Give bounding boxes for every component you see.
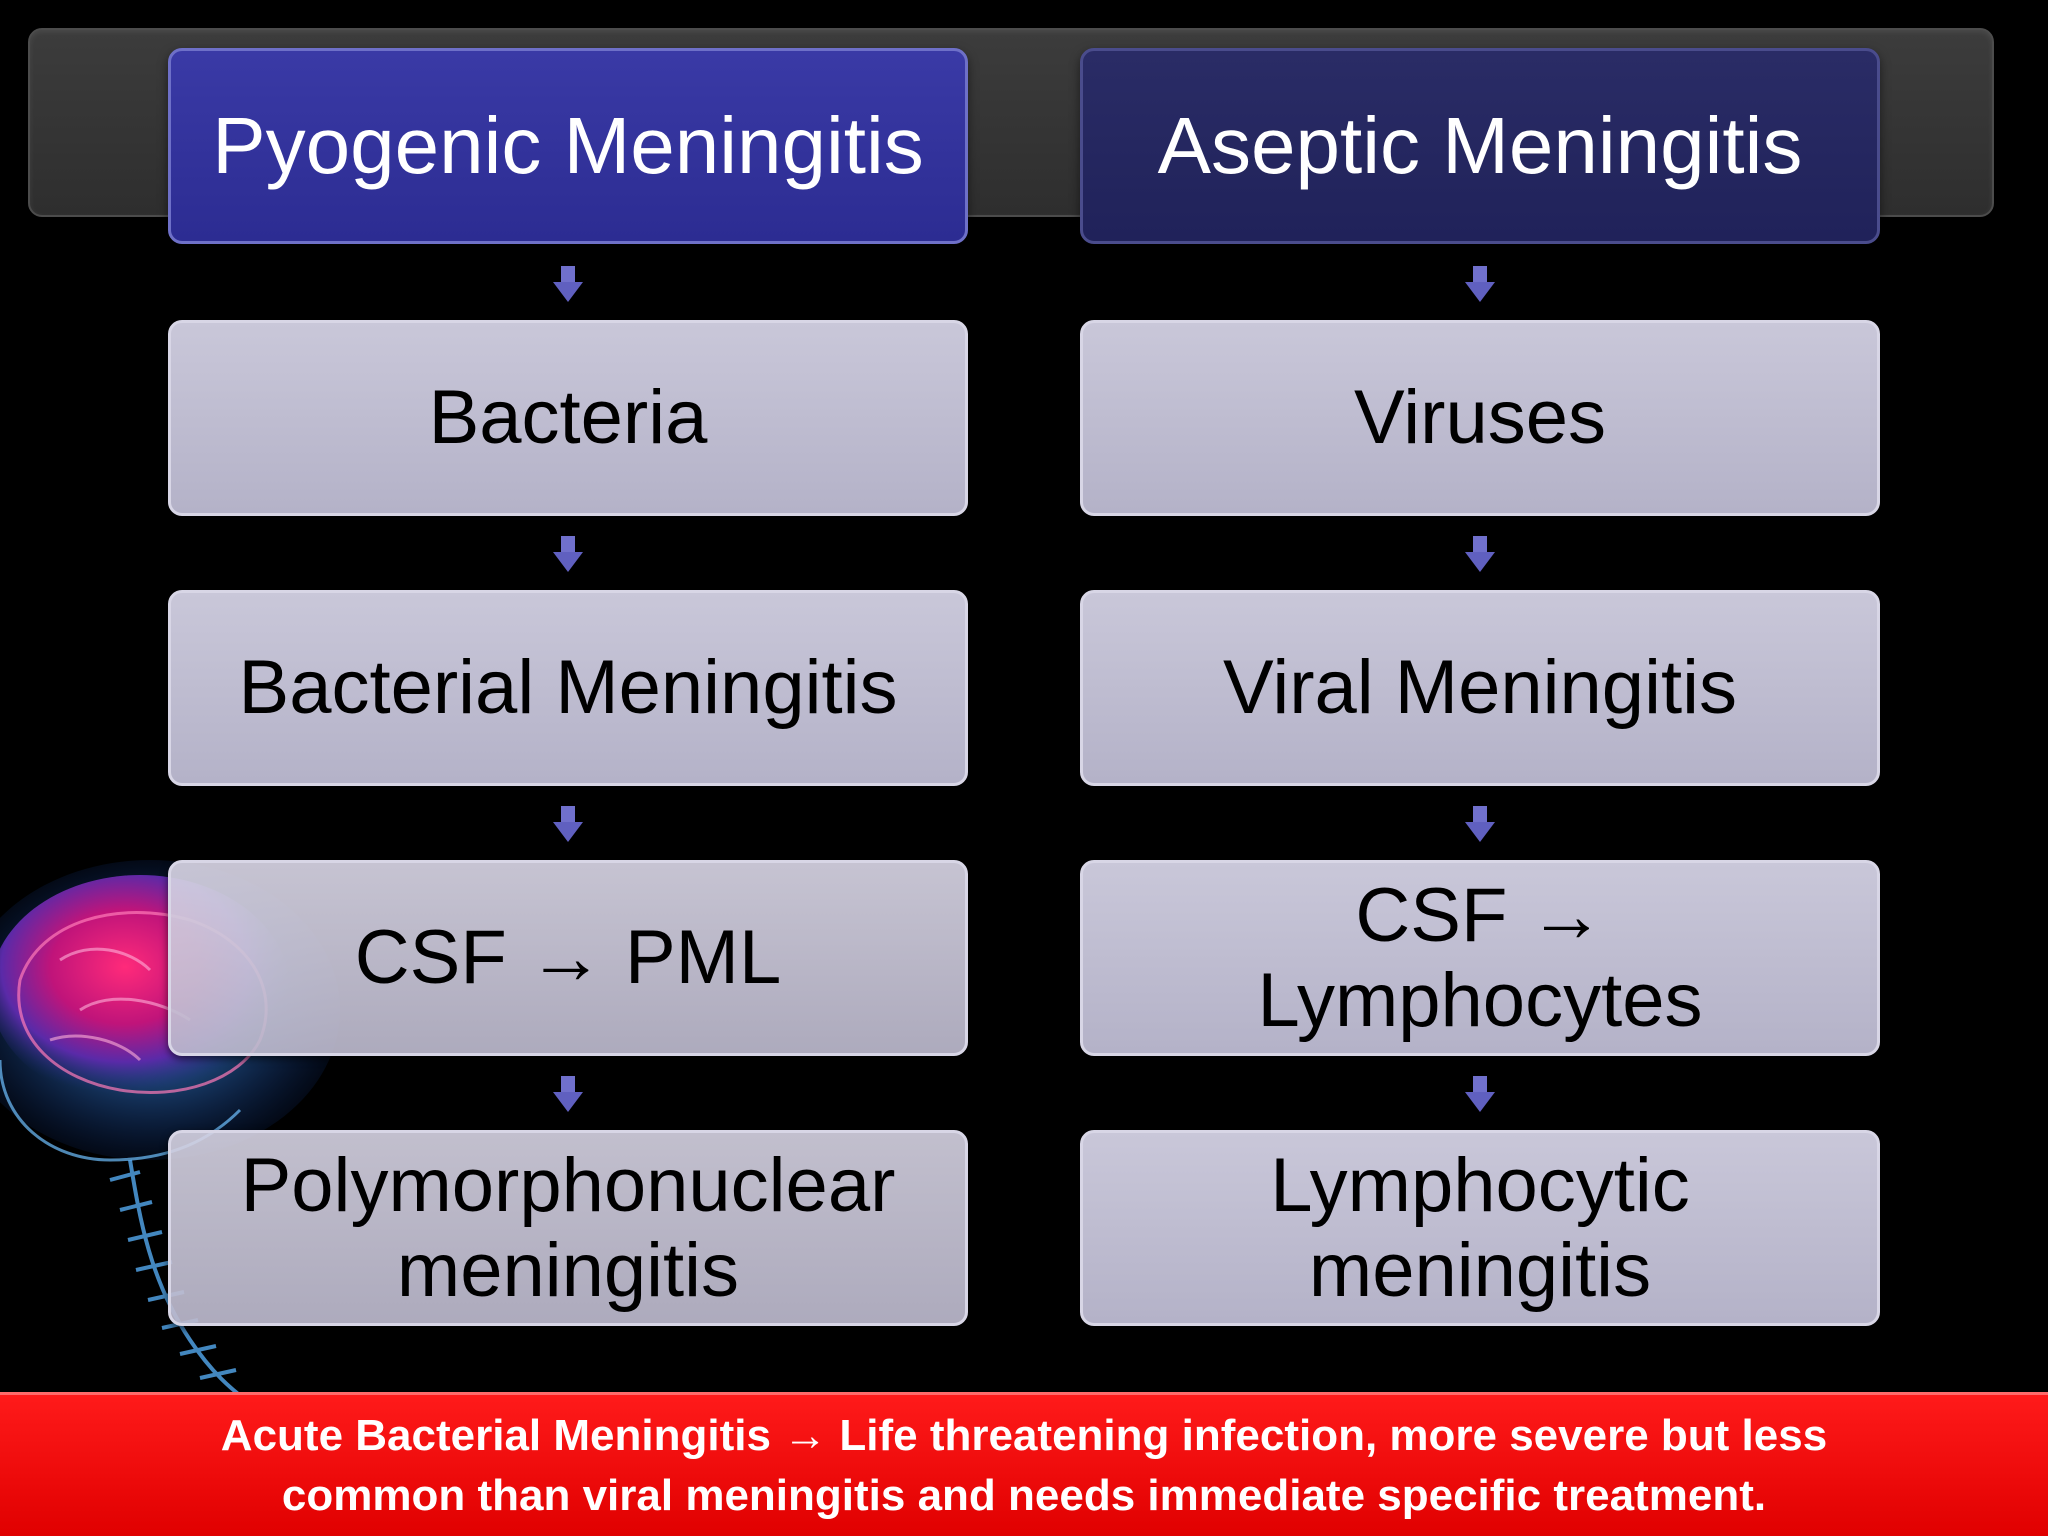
aseptic-step-csf: CSF → Lymphocytes: [1080, 860, 1880, 1056]
aseptic-step-csf-label: CSF → Lymphocytes: [1257, 872, 1703, 1043]
aseptic-step-cause-label: Viruses: [1353, 375, 1607, 461]
down-arrow-icon: [553, 1076, 583, 1112]
pyogenic-step-type: Polymorphonuclear meningitis: [168, 1130, 968, 1326]
aseptic-step-disease-label: Viral Meningitis: [1223, 645, 1737, 731]
footer-banner: Acute Bacterial Meningitis → Life threat…: [0, 1392, 2048, 1536]
down-arrow-icon: [1465, 536, 1495, 572]
pyogenic-column: Pyogenic Meningitis Bacteria Bacterial M…: [168, 0, 968, 1400]
pyogenic-step-disease: Bacterial Meningitis: [168, 590, 968, 786]
aseptic-column: Aseptic Meningitis Viruses Viral Meningi…: [1080, 0, 1880, 1400]
down-arrow-icon: [1465, 266, 1495, 302]
pyogenic-step-csf: CSF → PML: [168, 860, 968, 1056]
down-arrow-icon: [553, 266, 583, 302]
down-arrow-icon: [1465, 1076, 1495, 1112]
down-arrow-icon: [553, 806, 583, 842]
pyogenic-step-disease-label: Bacterial Meningitis: [238, 645, 898, 731]
down-arrow-icon: [1465, 806, 1495, 842]
aseptic-step-type: Lymphocytic meningitis: [1080, 1130, 1880, 1326]
pyogenic-step-cause: Bacteria: [168, 320, 968, 516]
pyogenic-step-cause-label: Bacteria: [428, 375, 708, 461]
footer-banner-text: Acute Bacterial Meningitis → Life threat…: [220, 1410, 1828, 1520]
pyogenic-step-type-label: Polymorphonuclear meningitis: [240, 1142, 896, 1313]
aseptic-step-type-label: Lymphocytic meningitis: [1270, 1142, 1690, 1313]
pyogenic-step-csf-label: CSF → PML: [354, 915, 782, 1001]
aseptic-step-disease: Viral Meningitis: [1080, 590, 1880, 786]
pyogenic-header-label: Pyogenic Meningitis: [212, 101, 924, 191]
aseptic-header: Aseptic Meningitis: [1080, 48, 1880, 244]
aseptic-header-label: Aseptic Meningitis: [1157, 101, 1803, 191]
down-arrow-icon: [553, 536, 583, 572]
pyogenic-header: Pyogenic Meningitis: [168, 48, 968, 244]
aseptic-step-cause: Viruses: [1080, 320, 1880, 516]
